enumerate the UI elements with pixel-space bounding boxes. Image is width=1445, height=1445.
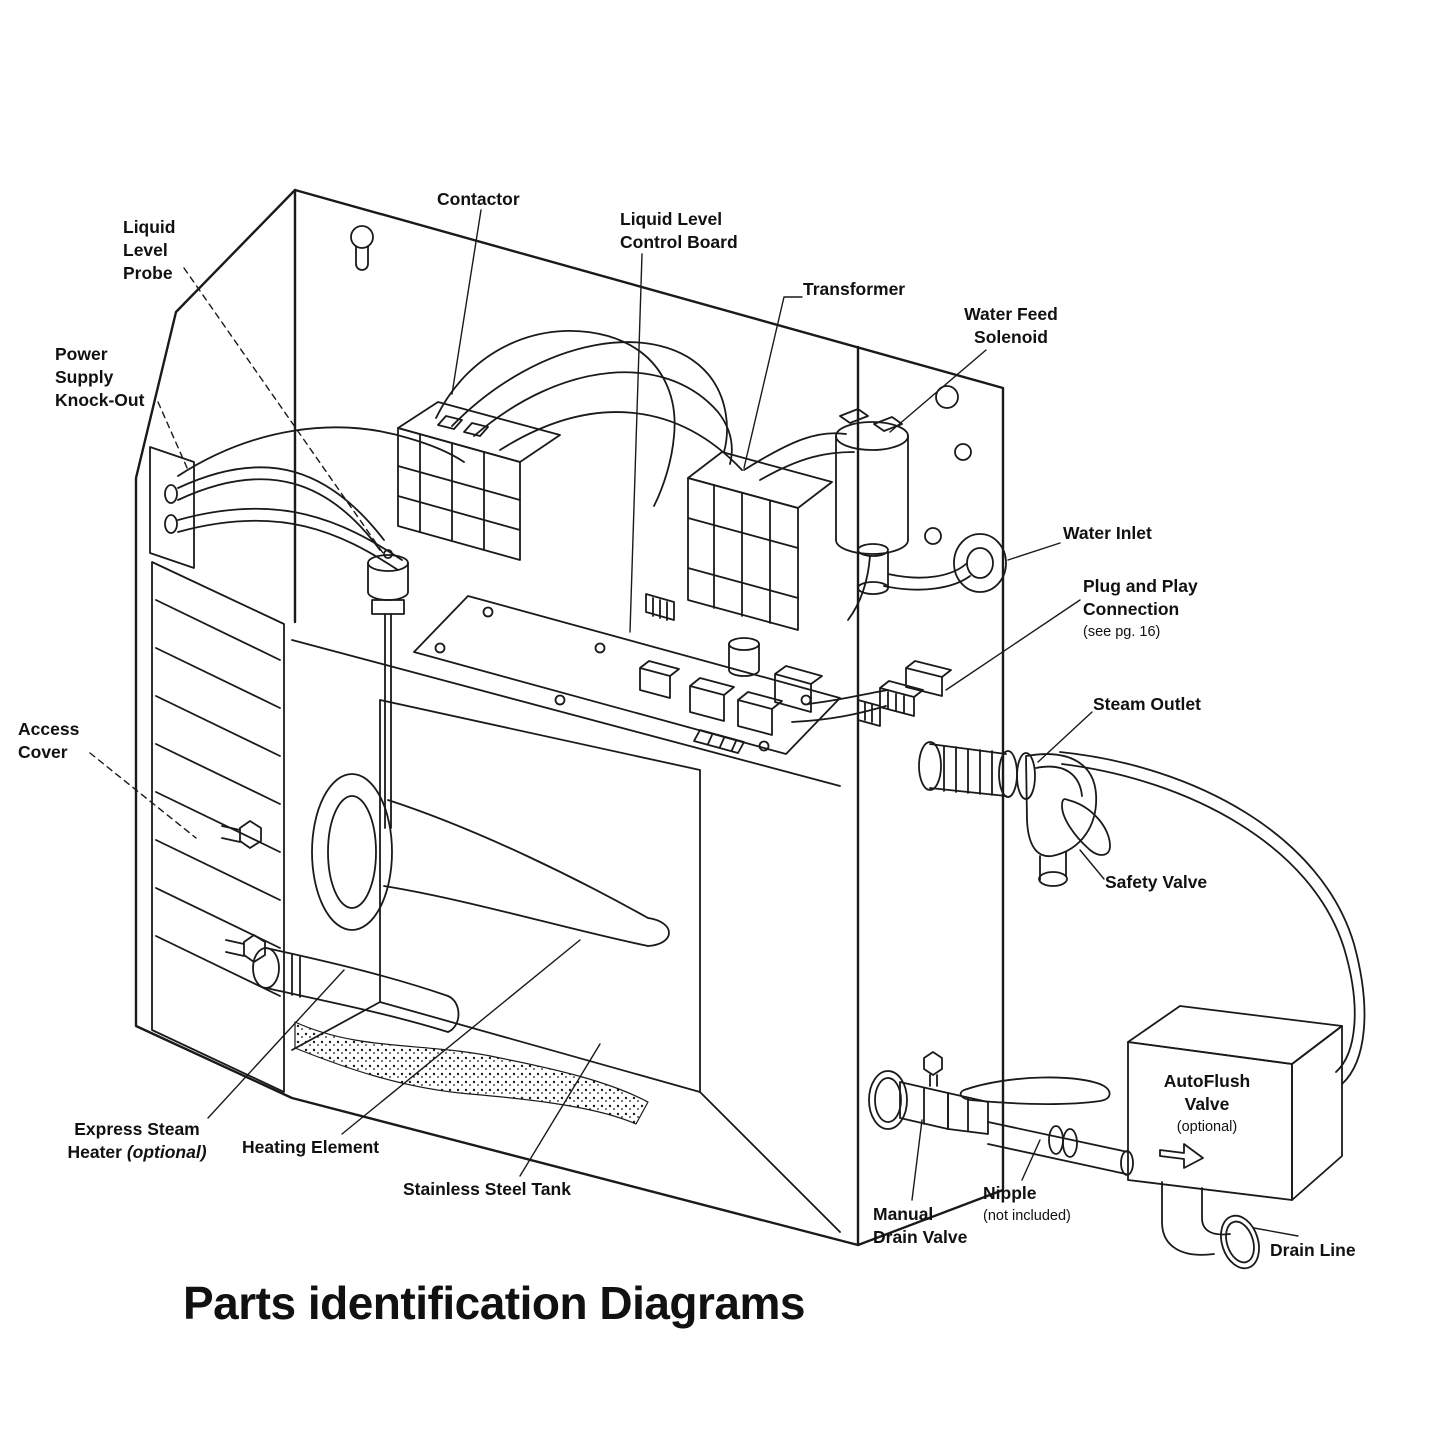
label-line: Liquid (123, 217, 176, 237)
express-steam-heater-drawing (252, 947, 460, 1033)
leader-stainless-steel-tank (519, 1043, 601, 1177)
label-heating-element: Heating Element (242, 1136, 379, 1159)
label-note: (see pg. 16) (1083, 624, 1161, 640)
label-line: Connection (1083, 599, 1180, 619)
steam-hose-drawing (1059, 751, 1366, 1085)
label-note: (not included) (983, 1208, 1071, 1224)
diagram-title: Parts identification Diagrams (183, 1277, 806, 1329)
label-manual-drain-valve: Manual Drain Valve (873, 1203, 967, 1249)
power-supply-knockout-drawing (149, 446, 195, 569)
leader-water-feed-solenoid (889, 349, 987, 433)
label-liquid-level-probe: Liquid Level Probe (123, 216, 175, 285)
label-line: Supply (55, 367, 114, 387)
label-contactor: Contactor (437, 188, 520, 211)
heating-element-drawing (221, 773, 670, 963)
label-line: Knock-Out (55, 390, 145, 410)
label-line: Stainless Steel Tank (403, 1179, 571, 1199)
label-line: Manual (873, 1204, 934, 1224)
label-line: AutoFlush (1163, 1071, 1251, 1091)
leader-steam-outlet (1037, 711, 1093, 763)
leader-access-cover (89, 752, 197, 839)
leader-heating-element (341, 939, 581, 1135)
leader-lines (89, 209, 1299, 1237)
contactor-drawing (397, 401, 561, 561)
label-line: Valve (1184, 1094, 1230, 1114)
label-water-inlet: Water Inlet (1063, 522, 1152, 545)
label-line: Safety Valve (1105, 872, 1208, 892)
leader-plug-and-play (945, 599, 1081, 691)
label-line: Express Steam (74, 1119, 200, 1139)
label-power-supply-knock-out: Power Supply Knock-Out (55, 343, 144, 412)
label-text: Heater (67, 1142, 122, 1162)
label-line: Plug and Play (1083, 576, 1198, 596)
label-line: Nipple (983, 1183, 1037, 1203)
liquid-level-probe-drawing (367, 549, 409, 829)
label-line: Level (123, 240, 168, 260)
label-line: Heater (optional) (42, 1141, 232, 1164)
label-line: Liquid Level (620, 209, 723, 229)
water-feed-solenoid-drawing (835, 408, 971, 595)
plug-and-play-drawing (857, 660, 952, 727)
leader-water-inlet (1007, 542, 1061, 561)
stainless-steel-tank-drawing (291, 639, 841, 1233)
label-autoflush-valve: AutoFlush Valve (optional) (1133, 1070, 1281, 1139)
leader-liquid-level-probe (183, 267, 384, 554)
leader-manual-drain-valve (911, 1119, 923, 1201)
label-line: Heating Element (242, 1137, 380, 1157)
label-plug-and-play-connection: Plug and Play Connection (see pg. 16) (1083, 575, 1198, 644)
leader-safety-valve (1079, 849, 1105, 880)
label-stainless-steel-tank: Stainless Steel Tank (403, 1178, 571, 1201)
label-note: (optional) (1176, 1119, 1238, 1135)
keyhole-mount-icon (350, 225, 374, 271)
cabinet-outline (134, 188, 1005, 1247)
leader-contactor (451, 209, 482, 395)
label-line: Transformer (803, 279, 906, 299)
label-line: Water Feed (964, 304, 1058, 324)
transformer-drawing (687, 451, 833, 631)
label-safety-valve: Safety Valve (1105, 871, 1207, 894)
safety-valve-drawing (1061, 798, 1111, 856)
access-cover-drawing (151, 561, 285, 1093)
leader-drain-line (1253, 1227, 1299, 1237)
label-transformer: Transformer (803, 278, 905, 301)
leader-control-board (629, 253, 643, 633)
label-line: Control Board (620, 232, 738, 252)
control-board-drawing (413, 593, 841, 755)
label-access-cover: Access Cover (18, 718, 79, 764)
label-line: Drain Valve (873, 1227, 968, 1247)
label-optional-note: (optional) (126, 1142, 207, 1162)
label-liquid-level-control-board: Liquid Level Control Board (620, 208, 738, 254)
leader-nipple (1021, 1139, 1041, 1181)
label-line: Steam Outlet (1093, 694, 1201, 714)
label-steam-outlet: Steam Outlet (1093, 693, 1201, 716)
leader-transformer (743, 296, 803, 469)
water-inlet-drawing (953, 533, 1007, 593)
wiring-harness-drawing (177, 329, 889, 723)
autoflush-valve-drawing (1127, 1005, 1343, 1270)
leader-power-supply-knockout (157, 401, 189, 471)
label-line: Cover (18, 742, 68, 762)
label-line: Probe (123, 263, 173, 283)
panel-holes (924, 385, 972, 545)
label-water-feed-solenoid: Water Feed Solenoid (955, 303, 1067, 349)
flow-arrow-icon (1159, 1143, 1204, 1169)
label-drain-line: Drain Line (1270, 1239, 1356, 1262)
leader-express-steam-heater (207, 969, 345, 1119)
manual-drain-valve-drawing (868, 1051, 1134, 1176)
label-line: Solenoid (974, 327, 1048, 347)
label-line: Drain Line (1270, 1240, 1356, 1260)
label-express-steam-heater: Express Steam Heater (optional) (42, 1118, 232, 1164)
label-line: Water Inlet (1063, 523, 1152, 543)
steam-outlet-drawing (918, 741, 1097, 887)
label-nipple: Nipple (not included) (983, 1182, 1071, 1228)
label-line: Power (55, 344, 108, 364)
label-line: Access (18, 719, 80, 739)
label-line: Contactor (437, 189, 520, 209)
